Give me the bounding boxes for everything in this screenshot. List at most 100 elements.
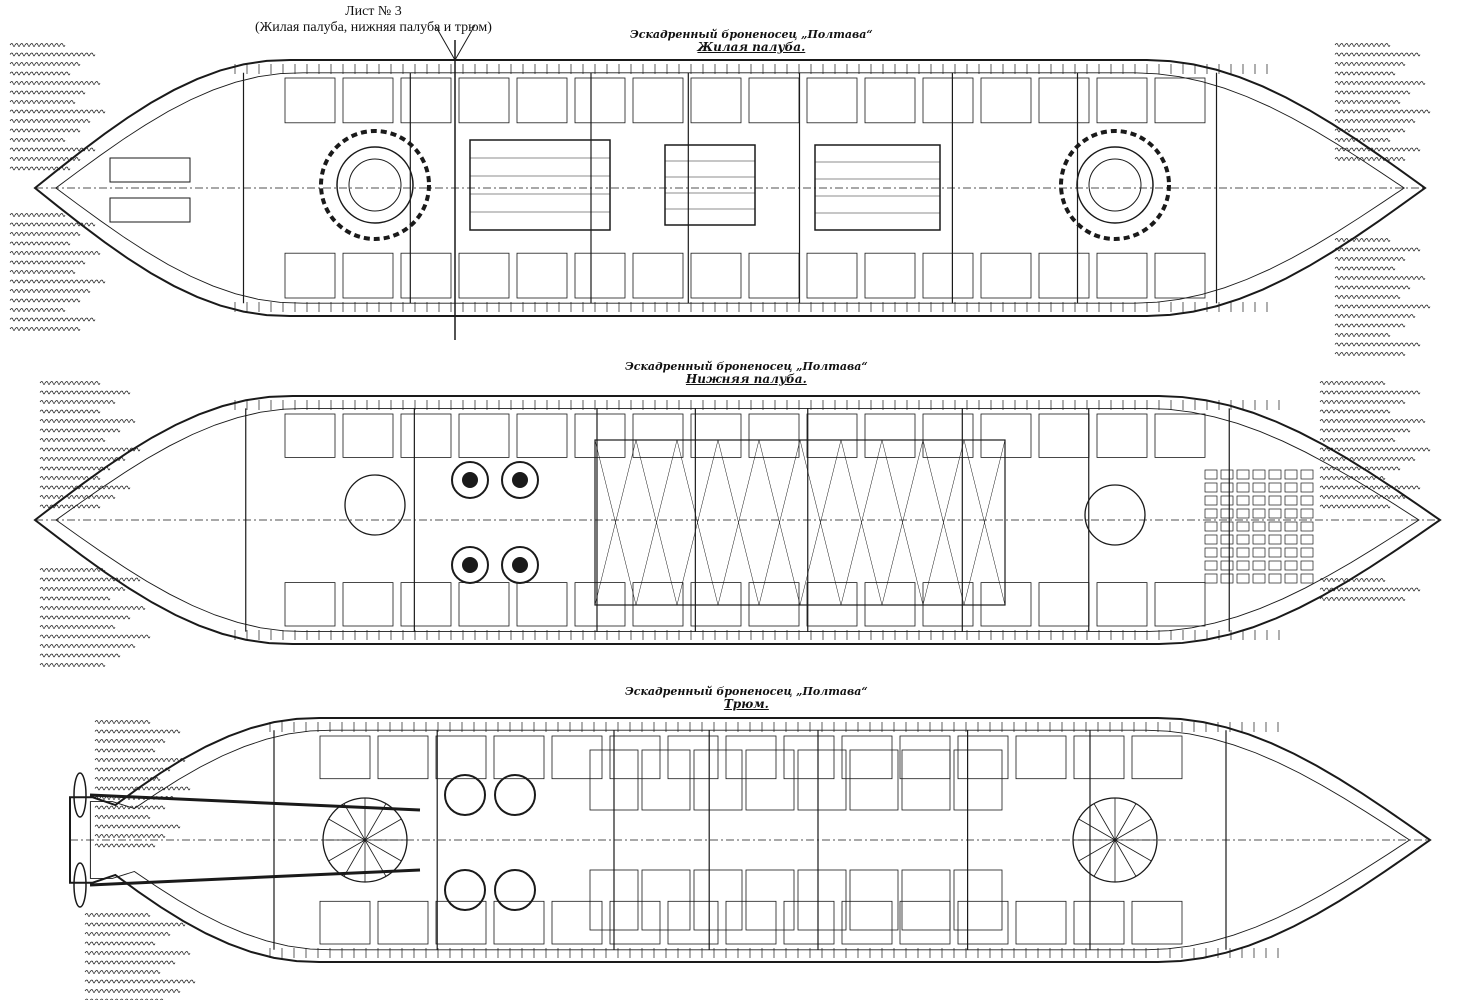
side-compartment xyxy=(1096,252,1148,299)
legend-scribble xyxy=(39,495,116,499)
boiler-bay xyxy=(797,869,847,931)
boiler-room-detail xyxy=(922,439,965,606)
legend-scribble xyxy=(39,476,101,480)
legend-scribble xyxy=(94,824,181,829)
legend-scribble xyxy=(1319,495,1406,499)
rotary-spoke xyxy=(1093,803,1116,841)
side-compartment xyxy=(1073,735,1125,780)
legend-scribble xyxy=(1319,597,1406,601)
side-compartment xyxy=(516,582,568,627)
legend-scribble xyxy=(94,843,156,848)
mess-table xyxy=(109,197,191,223)
side-compartment xyxy=(1154,582,1206,627)
storage-cell xyxy=(1284,560,1298,571)
legend-scribble xyxy=(9,270,76,274)
legend-scribble xyxy=(1319,457,1416,461)
storage-cell xyxy=(1220,469,1234,480)
side-compartment xyxy=(1154,252,1206,299)
storage-cell xyxy=(1204,495,1218,506)
boiler-bay xyxy=(901,749,951,811)
boiler-bay xyxy=(849,869,899,931)
side-compartment xyxy=(690,582,742,627)
turret-shell-racks xyxy=(319,129,431,241)
side-compartment xyxy=(1131,900,1183,945)
legend-scribble xyxy=(1319,428,1411,433)
side-compartment xyxy=(284,77,336,124)
legend-scribble xyxy=(1319,485,1421,490)
legend-scribble xyxy=(1334,71,1396,76)
side-compartment xyxy=(1015,735,1067,780)
engine-cylinder-core xyxy=(462,472,478,488)
side-compartment xyxy=(377,735,429,780)
storage-cell xyxy=(1220,521,1234,532)
side-compartment xyxy=(632,582,684,627)
rotary-spoke xyxy=(364,818,402,841)
legend-scribble xyxy=(9,90,86,95)
side-compartment xyxy=(632,413,684,458)
side-compartment xyxy=(284,252,336,299)
side-compartment xyxy=(516,252,568,299)
legend-scribble xyxy=(84,979,196,984)
side-compartment xyxy=(574,413,626,458)
side-compartment xyxy=(957,900,1009,945)
legend-scribble xyxy=(9,100,76,104)
legend-scribble xyxy=(84,913,151,917)
sheet-header: Лист № 3 (Жилая палуба, нижняя палуба и … xyxy=(255,4,492,36)
storage-cell xyxy=(1284,469,1298,480)
legend-scribble xyxy=(84,941,156,946)
legend-scribble xyxy=(39,457,126,461)
legend-scribble xyxy=(1334,304,1431,309)
boiler-bay xyxy=(641,749,691,811)
rotary-spoke xyxy=(1114,803,1137,841)
boiler-room-detail xyxy=(676,439,719,606)
side-compartment xyxy=(342,582,394,627)
legend-scribble xyxy=(9,251,101,255)
central-room xyxy=(664,144,756,226)
engine-cylinder xyxy=(501,546,539,584)
engine-base xyxy=(444,869,486,911)
storage-cell xyxy=(1284,508,1298,519)
boiler-bay xyxy=(745,869,795,931)
rotary-spoke xyxy=(1078,818,1116,841)
side-compartment xyxy=(574,252,626,299)
legend-scribble xyxy=(9,62,81,66)
legend-scribble xyxy=(39,438,106,442)
central-room xyxy=(814,144,941,231)
legend-scribble xyxy=(39,409,101,414)
boiler-bay xyxy=(849,749,899,811)
legend-scribble xyxy=(9,157,81,161)
legend-scribble xyxy=(1334,257,1406,261)
legend-scribble xyxy=(9,298,81,303)
legend-scribble xyxy=(39,653,121,658)
side-compartment xyxy=(667,735,719,780)
side-compartment xyxy=(400,77,452,124)
side-compartment xyxy=(319,735,371,780)
legend-scribble xyxy=(1334,266,1396,271)
legend-scribble xyxy=(9,317,96,322)
legend-scribble xyxy=(39,381,101,385)
legend-scribble xyxy=(39,485,131,490)
boiler-room-detail xyxy=(758,439,801,606)
legend-scribble xyxy=(39,615,131,620)
legend-scribble xyxy=(1334,100,1401,104)
propeller-shaft xyxy=(89,793,421,812)
side-compartment xyxy=(342,413,394,458)
legend-scribble xyxy=(9,327,81,331)
rotary-spoke xyxy=(364,839,402,862)
engine-base xyxy=(494,869,536,911)
legend-scribble xyxy=(84,998,164,1000)
storage-cell xyxy=(1252,495,1266,506)
boiler-bay xyxy=(589,869,639,931)
legend-scribble xyxy=(1334,128,1406,133)
engine-cylinder xyxy=(451,461,489,499)
legend-scribble xyxy=(9,166,71,171)
side-compartment xyxy=(342,252,394,299)
rotary-spoke xyxy=(1078,839,1116,862)
storage-cell xyxy=(1236,508,1250,519)
storage-cell xyxy=(1300,508,1314,519)
legend-scribble xyxy=(9,213,66,217)
legend-scribble xyxy=(39,587,126,591)
legend-scribble xyxy=(9,241,71,246)
side-compartment xyxy=(377,900,429,945)
